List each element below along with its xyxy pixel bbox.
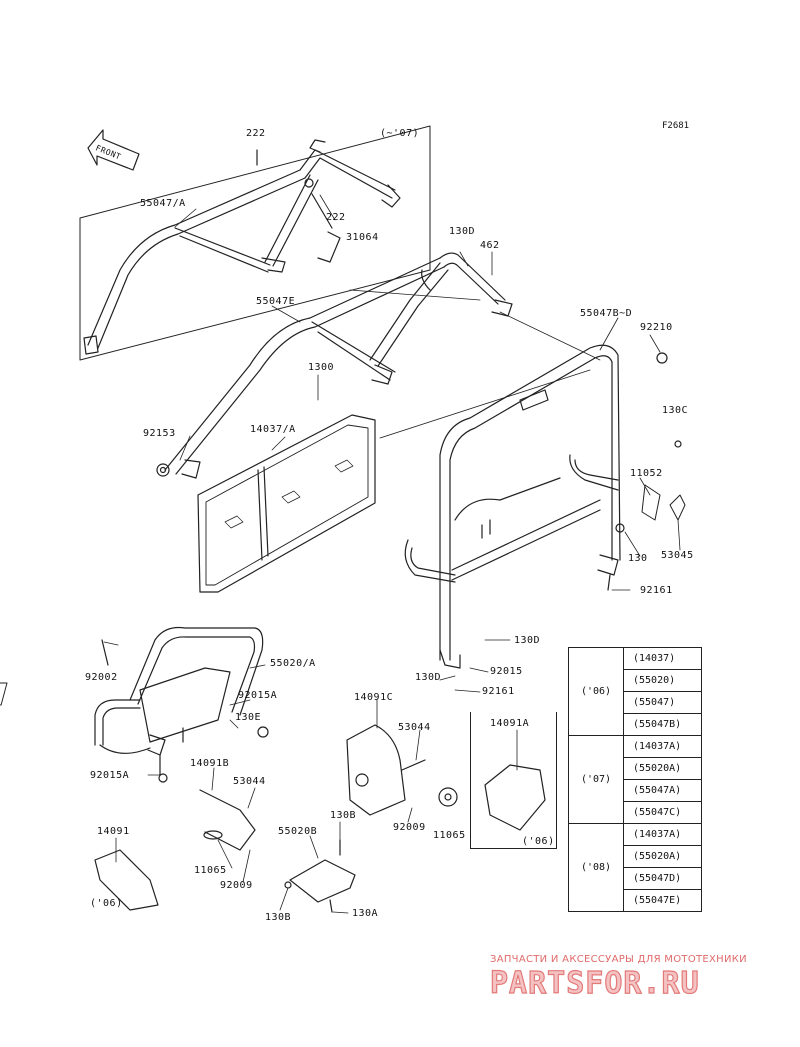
callout-14091c: 14091C [354, 692, 394, 703]
callout-year-07: (~'07) [380, 128, 420, 139]
callout-53044: 53044 [398, 722, 431, 733]
callout-53044: 53044 [233, 776, 266, 787]
callout-130a: 130A [352, 908, 379, 919]
guard-plates-drawing [94, 724, 546, 913]
callout-92153: 92153 [143, 428, 176, 439]
inset-14091a-box [470, 712, 557, 849]
callout-222: 222 [326, 212, 346, 223]
legend-part: (55047A) [623, 779, 702, 802]
callout-year-06: ('06) [90, 898, 123, 909]
roll-cage-inset-drawing [83, 139, 401, 355]
legend-row: ('06) (14037) [568, 647, 702, 736]
watermark-logo: PARTSFOR.RU [490, 966, 700, 1000]
watermark-logo-text: PARTSFOR.RU [490, 966, 700, 1000]
callout-462: 462 [480, 240, 500, 251]
callout-92002: 92002 [85, 672, 118, 683]
legend-year: ('06) [568, 647, 624, 736]
callout-92009: 92009 [220, 880, 253, 891]
callout-130d: 130D [449, 226, 476, 237]
roll-bar-main-drawing [156, 252, 601, 479]
front-arrow-icon [87, 129, 140, 171]
legend-row: ('07) (14037A) [568, 735, 702, 824]
legend-part: (55020A) [623, 757, 702, 780]
legend-part: (55047C) [623, 801, 702, 824]
callout-14091: 14091 [97, 826, 130, 837]
callout-11065: 11065 [433, 830, 466, 841]
legend-part: (55020A) [623, 845, 702, 868]
callout-53045: 53045 [661, 550, 694, 561]
legend-year: ('07) [568, 735, 624, 824]
callout-55047b-d: 55047B~D [580, 308, 633, 319]
legend-part: (55047) [623, 691, 702, 714]
callout-55020b: 55020B [278, 826, 318, 837]
callout-year-06: ('06) [522, 836, 555, 847]
legend-part: (55047E) [623, 889, 702, 912]
callout-14091b: 14091B [190, 758, 230, 769]
legend-row: ('08) (14037A) [568, 823, 702, 912]
callout-130c: 130C [662, 405, 689, 416]
callout-14037a: 14037/A [250, 424, 296, 435]
legend-part: (14037) [623, 647, 702, 670]
callout-92009: 92009 [393, 822, 426, 833]
callout-130d: 130D [415, 672, 442, 683]
legend-part: (14037A) [623, 823, 702, 846]
callout-92015a: 92015A [90, 770, 130, 781]
legend-part: (14037A) [623, 735, 702, 758]
callout-92161: 92161 [482, 686, 515, 697]
legend-part: (55047D) [623, 867, 702, 890]
inset-14091a-box-side [470, 712, 471, 848]
model-year-legend: ('06) (14037) (55020) (55047) (55047B) (… [568, 647, 702, 912]
callout-130b: 130B [330, 810, 357, 821]
callout-14091a: 14091A [490, 718, 530, 729]
callout-11052: 11052 [630, 468, 663, 479]
leader-lines [103, 194, 681, 914]
rear-window-drawing [197, 414, 376, 593]
rear-cage-drawing [404, 344, 686, 669]
front-bumper-drawing [0, 626, 269, 783]
callout-92161: 92161 [640, 585, 673, 596]
callout-31064: 31064 [346, 232, 379, 243]
callout-55047e: 55047E [256, 296, 296, 307]
legend-year: ('08) [568, 823, 624, 912]
callout-92015: 92015 [490, 666, 523, 677]
callout-222: 222 [246, 128, 266, 139]
callout-11065: 11065 [194, 865, 227, 876]
callout-92210: 92210 [640, 322, 673, 333]
callout-130b: 130B [265, 912, 292, 923]
watermark-caption: ЗАПЧАСТИ И АКСЕССУАРЫ ДЛЯ МОТОТЕХНИКИ [490, 954, 747, 965]
legend-part: (55047B) [623, 713, 702, 736]
figure-code: F2681 [662, 121, 690, 131]
callout-130e: 130E [235, 712, 262, 723]
callout-130: 130 [628, 553, 648, 564]
callout-55047a: 55047/A [140, 198, 186, 209]
legend-part: (55020) [623, 669, 702, 692]
callout-55020a: 55020/A [270, 658, 316, 669]
callout-92015a: 92015A [238, 690, 278, 701]
inset-07-box [79, 125, 431, 361]
callout-130d: 130D [514, 635, 541, 646]
callout-1300: 1300 [308, 362, 335, 373]
